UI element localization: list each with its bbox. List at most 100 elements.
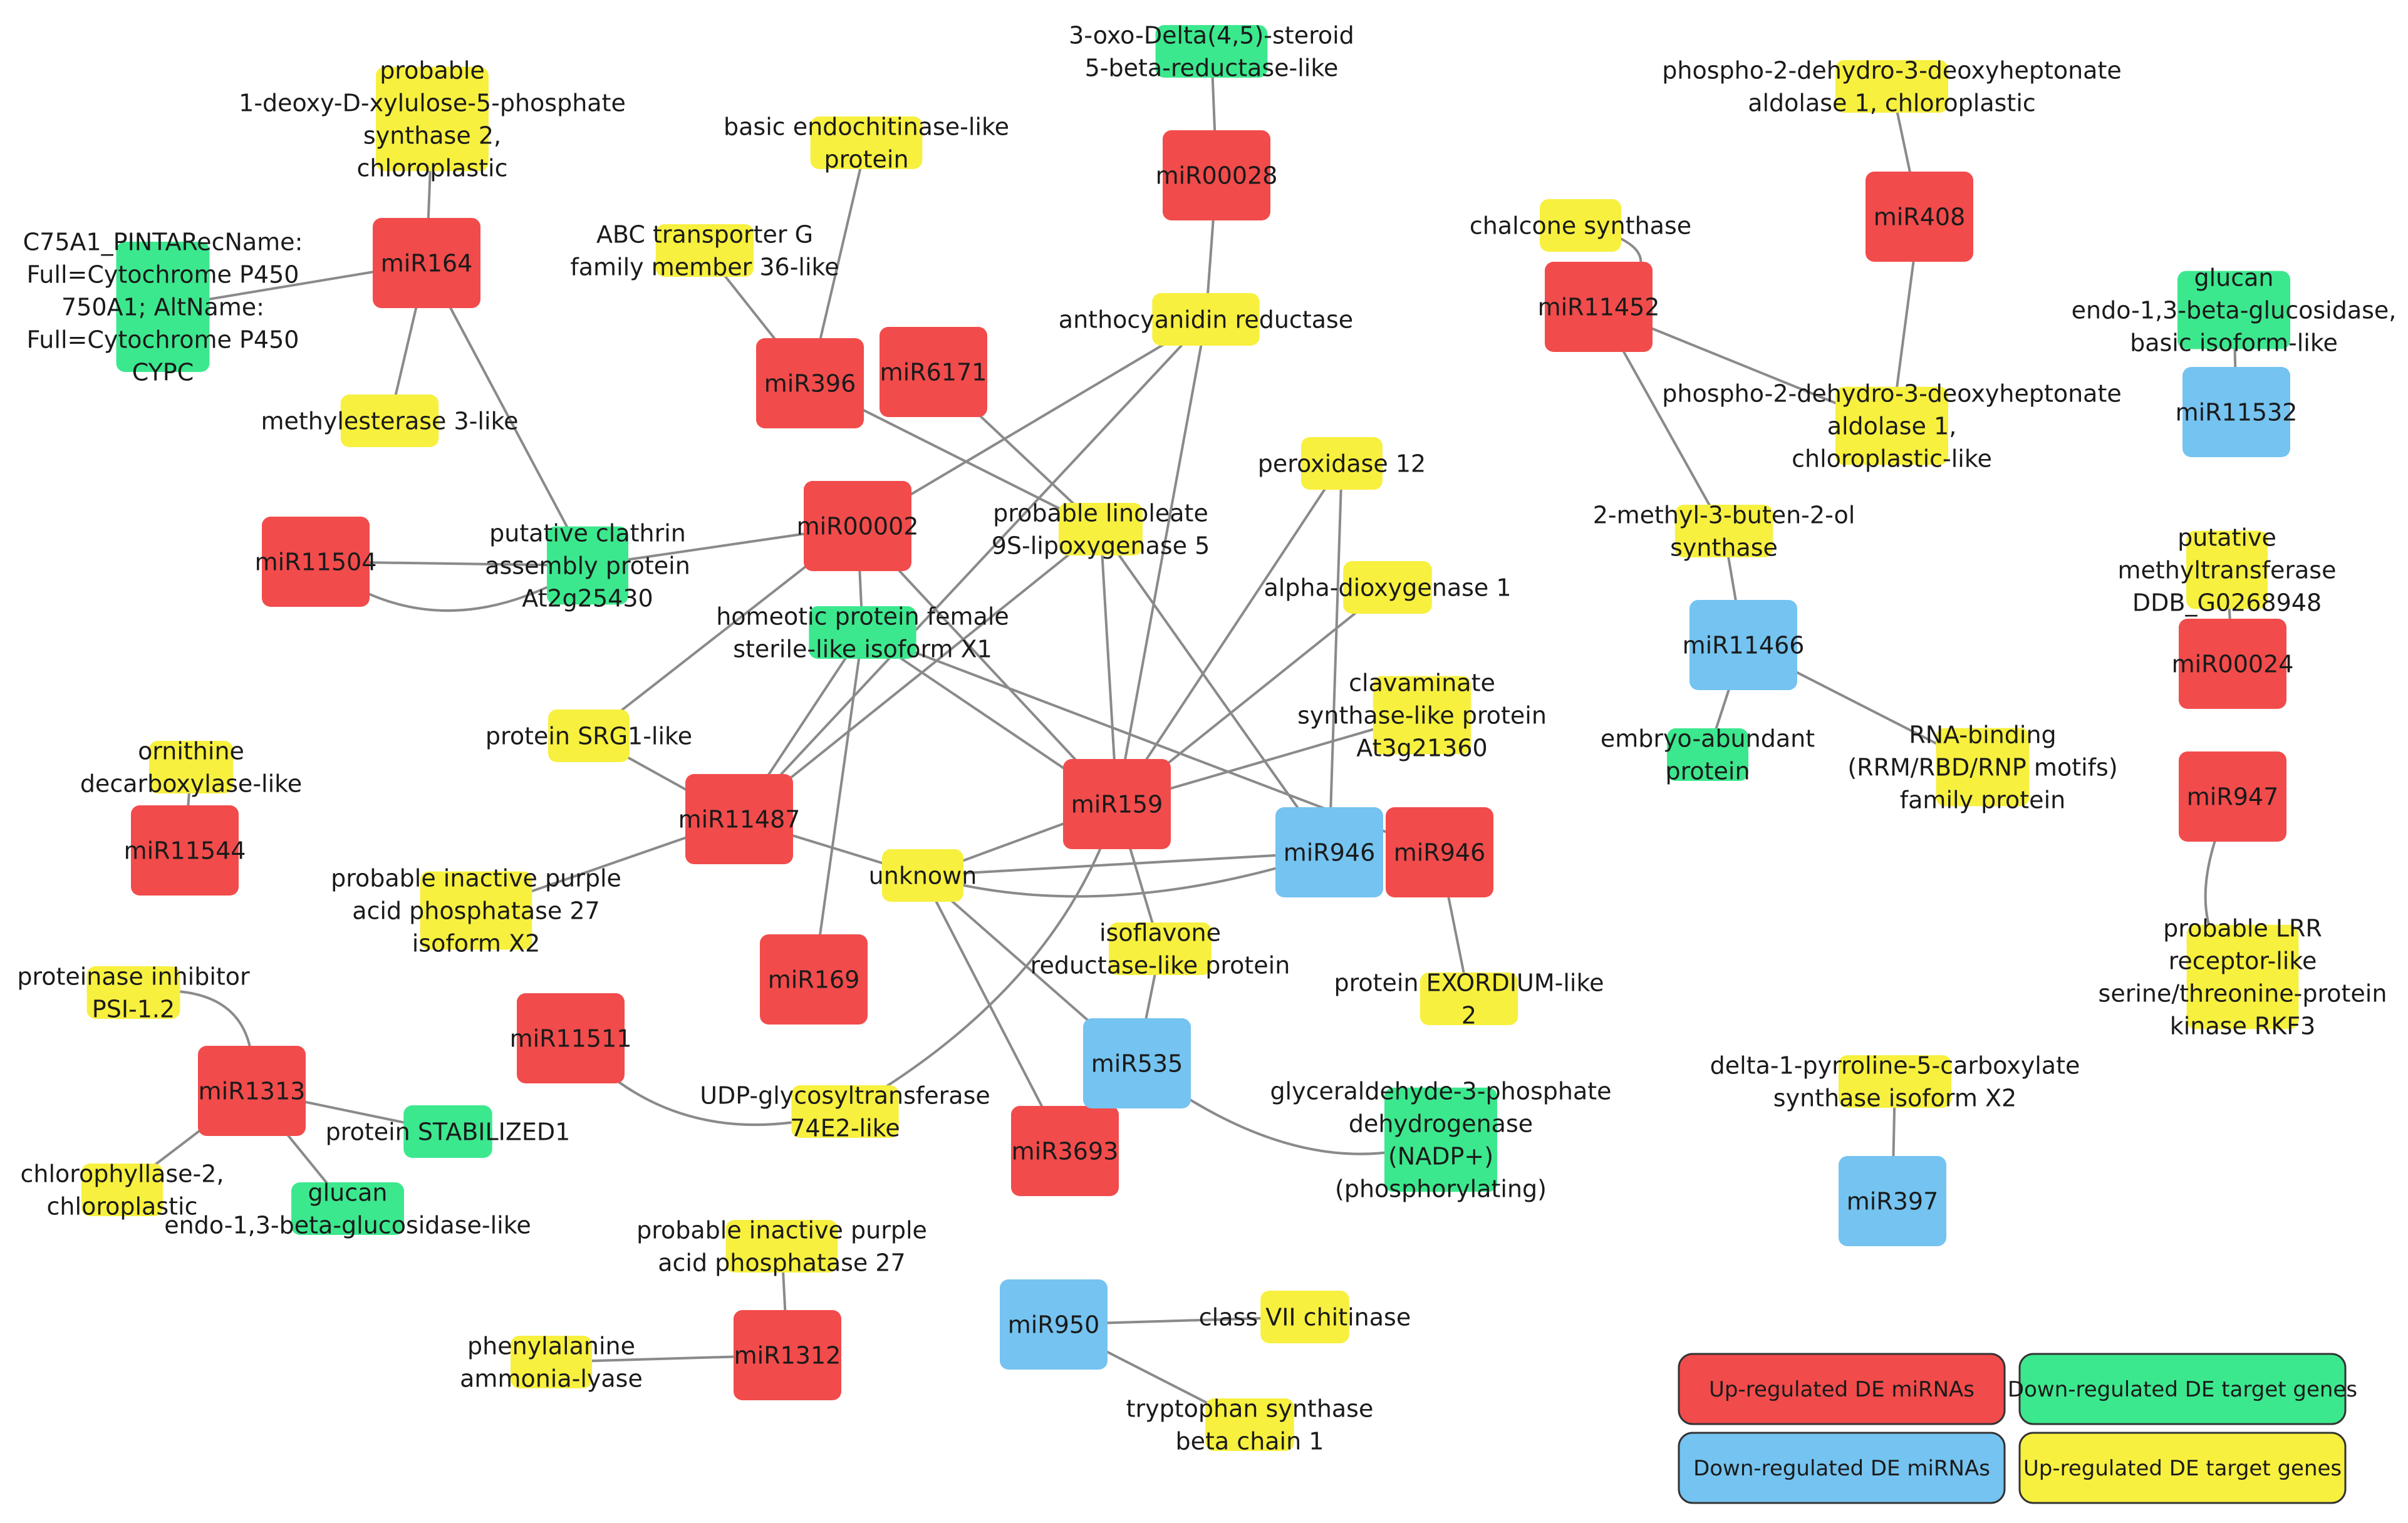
node-chalcone[interactable]: chalcone synthase [1470, 199, 1691, 252]
node-mir1312[interactable]: miR1312 [734, 1310, 841, 1400]
node-box-up_target [810, 116, 923, 169]
node-mir6171[interactable]: miR6171 [880, 327, 987, 417]
node-mir950[interactable]: miR950 [1000, 1279, 1108, 1370]
node-mir946_down[interactable]: miR946 [1275, 807, 1383, 897]
node-srg1[interactable]: protein SRG1-like [485, 710, 692, 762]
node-rnabinding[interactable]: RNA-binding(RRM/RBD/RNP motifs)family pr… [1847, 721, 2117, 813]
node-label: receptor-like [2169, 947, 2317, 974]
node-mir535[interactable]: miR535 [1083, 1018, 1191, 1108]
node-gapdh[interactable]: glyceraldehyde-3-phosphatedehydrogenase(… [1270, 1077, 1611, 1202]
node-label: kinase RKF3 [2170, 1012, 2316, 1040]
node-methylesterase[interactable]: methylesterase 3-like [261, 395, 519, 447]
node-box-up_target [511, 1336, 592, 1388]
node-label: 1-deoxy-D-xylulose-5-phosphate [239, 89, 626, 116]
node-box-up_target [548, 710, 630, 762]
node-dxs[interactable]: probable1-deoxy-D-xylulose-5-phosphatesy… [239, 56, 626, 182]
node-label: glucan [2194, 264, 2273, 291]
node-mir408[interactable]: miR408 [1866, 172, 1973, 262]
node-mir947[interactable]: miR947 [2179, 751, 2286, 842]
node-mir11511[interactable]: miR11511 [510, 993, 632, 1083]
node-p5cs[interactable]: delta-1-pyrroline-5-carboxylatesynthase … [1710, 1051, 2080, 1112]
node-box-up_target [1835, 386, 1948, 465]
node-lrr[interactable]: probable LRRreceptor-likeserine/threonin… [2099, 914, 2387, 1040]
node-label: serine/threonine-protein [2099, 979, 2387, 1007]
node-label: miR946 [1394, 839, 1486, 866]
node-anthocyanidin[interactable]: anthocyanidin reductase [1059, 293, 1353, 346]
node-chlorophyllase[interactable]: chlorophyllase-2,chloroplastic [20, 1160, 224, 1220]
edge-mir00002-anthocyanidin [856, 318, 1207, 527]
node-box-down_target [291, 1182, 404, 1235]
node-label: synthase isoform X2 [1773, 1084, 2016, 1112]
node-label: reductase-like protein [1030, 951, 1290, 979]
node-mir00028[interactable]: miR00028 [1156, 130, 1278, 220]
legend-swatch [2018, 1432, 2347, 1504]
node-label: 74E2-like [790, 1114, 900, 1142]
node-dioxygenase[interactable]: alpha-dioxygenase 1 [1264, 561, 1512, 614]
node-mir00024[interactable]: miR00024 [2172, 619, 2294, 709]
node-label: probable inactive purple [331, 864, 621, 892]
node-mir11532[interactable]: miR11532 [2176, 367, 2298, 457]
node-isoflavone[interactable]: isoflavone reductase-like protein [1030, 919, 1290, 979]
node-label: isoflavone [1099, 919, 1221, 946]
node-mir11452[interactable]: miR11452 [1538, 262, 1660, 352]
legend-label: Up-regulated DE target genes [2023, 1456, 2342, 1481]
node-box-down_mirna [1083, 1018, 1191, 1108]
node-mir00002[interactable]: miR00002 [797, 481, 919, 571]
node-label: miR164 [381, 249, 473, 277]
node-mir397[interactable]: miR397 [1839, 1156, 1946, 1246]
node-label: miR6171 [880, 358, 987, 386]
node-unknown[interactable]: unknown [869, 849, 977, 902]
node-mir946_up[interactable]: miR946 [1386, 807, 1493, 897]
node-cyp[interactable]: C75A1_PINTARecName:Full=Cytochrome P4507… [23, 228, 303, 386]
node-dahp_like[interactable]: phospho-2-dehydro-3-deoxyheptonatealdola… [1662, 379, 2122, 472]
node-box-up_mirna [262, 517, 370, 607]
node-label: miR11487 [678, 805, 801, 833]
node-mir11504[interactable]: miR11504 [255, 517, 377, 607]
node-label: miR1313 [199, 1077, 306, 1105]
node-mir164[interactable]: miR164 [373, 218, 480, 308]
node-mir11487[interactable]: miR11487 [678, 774, 801, 864]
legend-label: Down-regulated DE target genes [2008, 1377, 2357, 1402]
node-box-down_mirna [1839, 1156, 1946, 1246]
node-mir396[interactable]: miR396 [756, 338, 864, 428]
node-stabilized[interactable]: protein STABILIZED1 [326, 1105, 571, 1158]
node-mir11544[interactable]: miR11544 [124, 805, 246, 896]
node-mir11466[interactable]: miR11466 [1683, 600, 1805, 690]
node-label: family protein [1900, 786, 2065, 813]
node-mir3693[interactable]: miR3693 [1011, 1106, 1119, 1196]
legend-item-up_target: Up-regulated DE target genes [2018, 1432, 2347, 1504]
node-label: acid phosphatase 27 [658, 1249, 905, 1276]
node-mir159[interactable]: miR159 [1063, 759, 1171, 849]
node-steroid[interactable]: 3-oxo-Delta(4,5)-steroid5-beta-reductase… [1069, 21, 1354, 81]
node-peroxidase[interactable]: peroxidase 12 [1258, 437, 1426, 490]
node-mir1313[interactable]: miR1313 [198, 1046, 306, 1136]
node-label: endo-1,3-beta-glucosidase-like [164, 1211, 531, 1239]
node-mir169[interactable]: miR169 [760, 934, 868, 1025]
node-label: unknown [869, 862, 977, 889]
node-box-up_mirna [2179, 751, 2286, 842]
node-label: putative clathrin [489, 519, 686, 547]
node-chitinase7[interactable]: class VII chitinase [1199, 1291, 1411, 1343]
node-dahp1[interactable]: phospho-2-dehydro-3-deoxyheptonatealdola… [1662, 56, 2122, 116]
node-label: miR1312 [734, 1341, 841, 1369]
